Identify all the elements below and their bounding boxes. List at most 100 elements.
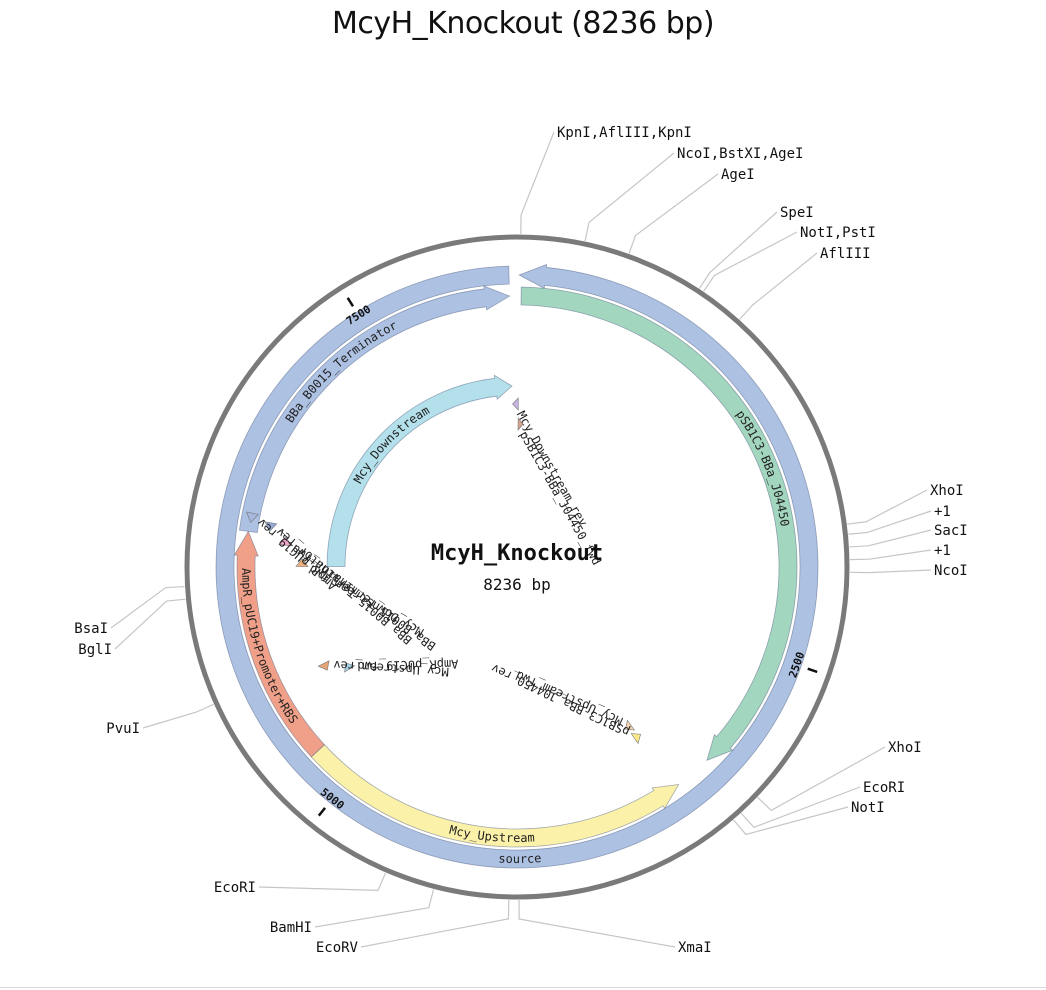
primer-marker <box>278 536 292 547</box>
primer-ampr-puc19-rev: AmpR_pUC19_rev <box>246 511 339 593</box>
site-leader-line <box>849 529 932 548</box>
site-ncoi: NcoI <box>849 563 968 579</box>
site-leader-line <box>703 231 798 292</box>
primer-label: pSB1C3-BBa_J04450_rev <box>489 661 632 739</box>
primer-marker <box>246 511 259 524</box>
site-agei: AgeI <box>628 167 755 254</box>
site-label: AgeI <box>721 167 755 183</box>
bottom-divider <box>0 987 1046 988</box>
feature-mcy-downstream: Mcy_Downstream <box>326 374 513 568</box>
primers: Mcy_Downstream_revpSB1C3-BBa_J04450_fwdM… <box>246 397 641 745</box>
site-label: +1 <box>934 504 951 520</box>
primer-mcy-upstream-rev: Mcy_Upstream_rev <box>317 658 449 679</box>
feature-arrow <box>215 263 819 869</box>
feature-arrow <box>233 530 326 758</box>
site-ecori: EcoRI <box>740 780 905 829</box>
site-spei: SpeI <box>698 205 814 289</box>
site-label: BglI <box>78 642 112 658</box>
site-bsai: BsaI <box>74 585 185 637</box>
plasmid-name: McyH_Knockout <box>431 541 603 566</box>
primer-ampr-puc19-fwd: AmpR_pUC19_fwd <box>344 657 459 673</box>
site-ecorv: EcoRV <box>316 899 510 956</box>
site-leader-line <box>849 549 932 561</box>
primer-marker <box>344 662 356 673</box>
site-ncoi-bstxi-agei: NcoI,BstXI,AgeI <box>584 146 803 242</box>
site-label: XmaI <box>678 940 712 956</box>
tick-mark <box>346 297 355 307</box>
site-noti: NotI <box>733 800 885 836</box>
site-label: XhoI <box>930 483 964 499</box>
feature-arrow <box>326 374 513 568</box>
site-leader-line <box>314 889 435 928</box>
site-leader-line <box>740 786 861 829</box>
site-label: NotI <box>851 800 885 816</box>
site-bamhi: BamHI <box>270 889 435 936</box>
site-leader-line <box>848 510 932 535</box>
site-1: +1 <box>849 543 951 561</box>
plasmid-length: 8236 bp <box>483 575 550 594</box>
site-label: XhoI <box>888 740 922 756</box>
site-label: NcoI <box>934 563 968 579</box>
tick-mark <box>807 667 818 674</box>
site-leader-line <box>360 899 510 948</box>
site-label: NcoI,BstXI,AgeI <box>677 146 803 162</box>
site-label: EcoRI <box>863 780 905 796</box>
primer-psb1c3-bba-j04450-rev: pSB1C3-BBa_J04450_rev <box>489 661 641 745</box>
site-leader-line <box>733 806 849 836</box>
site-leader-line <box>757 746 886 812</box>
backbone-circle <box>184 234 850 900</box>
site-label: EcoRV <box>316 940 359 956</box>
primer-label: AmpR_pUC19_rev <box>254 515 339 593</box>
site-label: BamHI <box>270 920 312 936</box>
feature-source: source <box>215 263 819 869</box>
site-label: EcoRI <box>214 880 256 896</box>
site-1: +1 <box>848 504 951 535</box>
site-leader-line <box>739 252 818 320</box>
site-noti-psti: NotI,PstI <box>703 225 876 292</box>
site-leader-line <box>628 173 719 254</box>
site-afliii: AflIII <box>739 246 871 320</box>
restriction-sites: KpnI,AflIII,KpnI NcoI,BstXI,AgeI AgeI SpeI N… <box>74 125 967 956</box>
site-label: PvuI <box>106 721 140 737</box>
feature-arrow <box>520 286 798 761</box>
site-label: KpnI,AflIII,KpnI <box>557 125 692 141</box>
site-label: SacI <box>934 523 968 539</box>
site-label: AflIII <box>820 246 871 262</box>
site-saci: SacI <box>849 523 968 548</box>
site-xhoi: XhoI <box>847 483 964 525</box>
site-leader-line <box>698 211 778 289</box>
site-label: BsaI <box>74 621 108 637</box>
site-ecori: EcoRI <box>214 872 387 896</box>
primer-label: Mcy_Upstream_rev <box>333 658 449 679</box>
feature-label: Mcy_Downstream <box>351 403 432 486</box>
site-leader-line <box>518 899 676 948</box>
tick-mark <box>317 807 327 817</box>
primer-marker <box>295 558 309 567</box>
site-label: SpeI <box>780 205 814 221</box>
primer-marker <box>624 719 636 731</box>
site-leader-line <box>520 131 555 235</box>
primer-label: AmpR_pUC19_fwd <box>357 657 458 673</box>
site-leader-line <box>849 569 932 574</box>
site-leader-line <box>114 598 186 650</box>
page-title: McyH_Knockout (8236 bp) <box>331 6 715 41</box>
site-leader-line <box>584 152 675 242</box>
feature-label: source <box>498 851 542 866</box>
site-leader-line <box>258 872 387 892</box>
feature-arrow <box>238 285 511 533</box>
site-pvui: PvuI <box>106 703 214 737</box>
site-leader-line <box>110 585 185 629</box>
site-bgli: BglI <box>78 598 186 658</box>
site-leader-line <box>142 703 214 729</box>
primer-mcy-downstream-rev: Mcy_Downstream_rev <box>512 397 590 529</box>
site-leader-line <box>847 489 928 525</box>
site-label: +1 <box>934 543 951 559</box>
site-kpni-afliii-kpni: KpnI,AflIII,KpnI <box>520 125 692 235</box>
primer-marker <box>630 733 641 745</box>
primer-marker <box>512 397 519 411</box>
site-label: NotI,PstI <box>800 225 876 241</box>
site-xhoi: XhoI <box>757 740 922 812</box>
primer-marker <box>264 521 278 532</box>
primer-marker <box>317 660 330 671</box>
